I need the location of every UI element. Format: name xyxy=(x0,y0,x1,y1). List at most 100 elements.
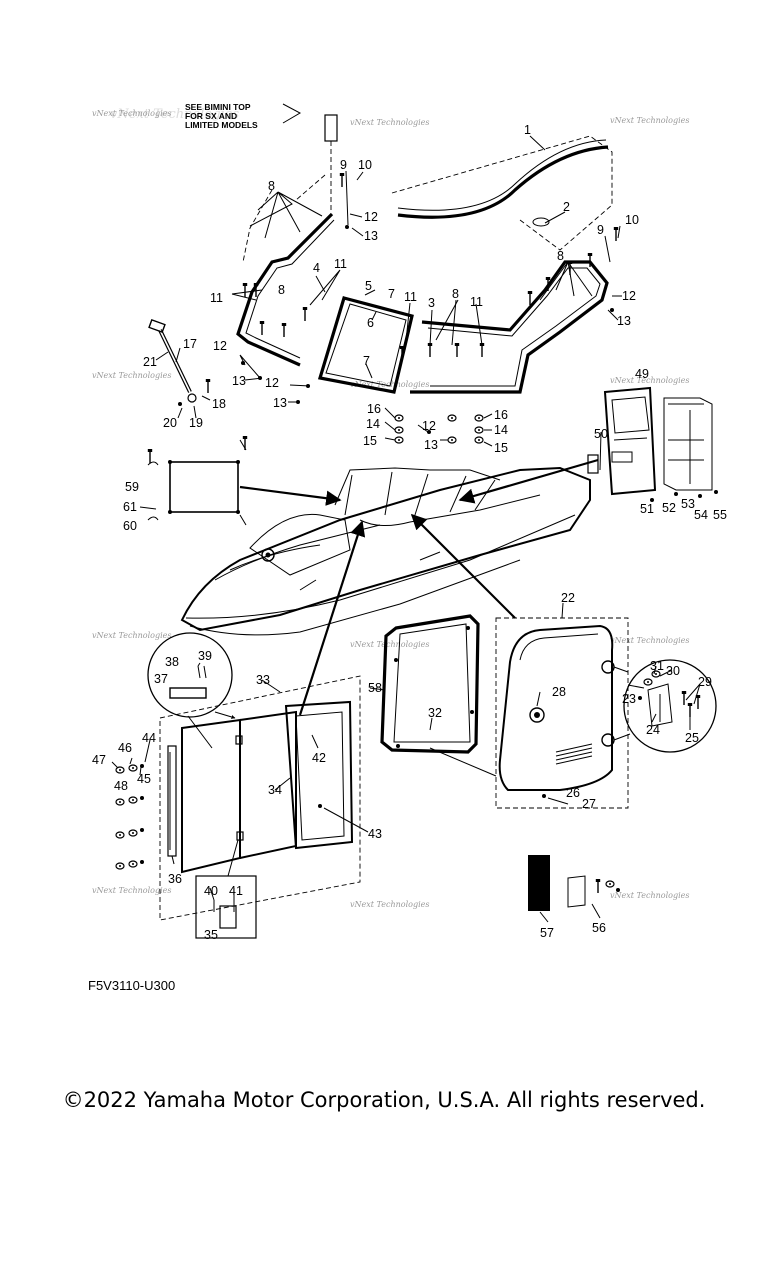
leader-line xyxy=(429,747,497,777)
callout-label: 57 xyxy=(540,926,554,940)
callout-label: 11 xyxy=(210,291,223,305)
callout-label: 33 xyxy=(256,673,270,687)
callout-label: 18 xyxy=(212,397,226,411)
callout-label: 15 xyxy=(363,434,377,448)
callout-label: 2 xyxy=(563,200,570,214)
callout-label: 8 xyxy=(268,179,275,193)
callout-label: 10 xyxy=(625,213,639,227)
callout-label: 43 xyxy=(368,827,382,841)
callout-label: 8 xyxy=(557,249,564,263)
watermark: vNext Technologies xyxy=(610,891,689,900)
callout-label: 39 xyxy=(198,649,212,663)
windshield-top-trim xyxy=(391,135,613,251)
callout-label: 52 xyxy=(662,501,676,515)
callout-label: 29 xyxy=(698,675,712,689)
watermark: vNext Technologies xyxy=(92,631,171,640)
callout-label: 17 xyxy=(183,337,197,351)
callout-label: 61 xyxy=(123,500,137,514)
callout-label: 7 xyxy=(388,287,395,301)
callout-label: 41 xyxy=(229,884,243,898)
arrow-icon xyxy=(239,485,342,506)
bimini-note-line: FOR SX AND xyxy=(185,111,237,121)
callout-label: 44 xyxy=(142,731,156,745)
watermark-group: vNext Technologies vNext Technologies vN… xyxy=(92,107,689,909)
callout-label: 4 xyxy=(313,261,320,275)
callout-label: 5 xyxy=(365,279,372,293)
callout-label: 49 xyxy=(635,367,649,381)
callout-label: 11 xyxy=(404,290,417,304)
callout-label: 56 xyxy=(592,921,606,935)
callout-label: 53 xyxy=(681,497,695,511)
callout-label: 31 xyxy=(650,659,664,673)
callout-label: 13 xyxy=(364,229,378,243)
watermark: vNext Technologies xyxy=(92,109,171,118)
callout-label: 6 xyxy=(367,316,374,330)
callout-label: 16 xyxy=(367,402,381,416)
left-windshield-frame xyxy=(236,174,335,367)
watermark: vNext Technologies xyxy=(350,900,429,909)
watermark: vNext Technologies xyxy=(610,116,689,125)
callout-label: 12 xyxy=(364,210,378,224)
callout-label: 20 xyxy=(163,416,177,430)
callout-label: 19 xyxy=(189,416,203,430)
callout-label: 3 xyxy=(428,296,435,310)
watermark: vNext Technologies xyxy=(610,636,689,645)
callout-label: 28 xyxy=(552,685,566,699)
callout-label: 42 xyxy=(312,751,326,765)
callout-label: 13 xyxy=(424,438,438,452)
callout-label: 45 xyxy=(137,772,151,786)
callout-label: 50 xyxy=(594,427,608,441)
callout-label: 13 xyxy=(273,396,287,410)
callout-label: 9 xyxy=(340,158,347,172)
callout-label: 59 xyxy=(125,480,139,494)
cover-assembly-22 xyxy=(495,617,629,809)
parts-56-57 xyxy=(528,855,620,911)
callout-label: 12 xyxy=(422,419,436,433)
door-seal-58 xyxy=(380,614,480,754)
callout-label: 38 xyxy=(165,655,179,669)
callout-label: 7 xyxy=(363,354,370,368)
callout-label: 14 xyxy=(366,417,380,431)
callout-label: 55 xyxy=(713,508,727,522)
callout-label: 14 xyxy=(494,423,508,437)
callout-label: 22 xyxy=(561,591,575,605)
glove-box-assembly xyxy=(587,386,718,502)
bimini-bracket xyxy=(282,103,302,124)
latch-detail xyxy=(147,632,233,749)
callout-label: 32 xyxy=(428,706,442,720)
bimini-note-line: SEE BIMINI TOP xyxy=(185,102,251,112)
leader-lines xyxy=(111,135,701,923)
watermark: vNext Technologies xyxy=(110,107,239,122)
bimini-note: SEE BIMINI TOP FOR SX AND LIMITED MODELS xyxy=(185,102,338,210)
callout-label: 10 xyxy=(358,158,372,172)
bimini-note-line: LIMITED MODELS xyxy=(185,120,258,130)
callout-labels: 1 2 3 4 5 6 7 7 8 8 8 8 9 9 10 10 11 11 … xyxy=(92,123,727,942)
arrow-group xyxy=(214,458,599,777)
diagram-code: F5V3110-U300 xyxy=(88,978,176,993)
callout-label: 47 xyxy=(92,753,106,767)
callout-label: 37 xyxy=(154,672,168,686)
boat-hull xyxy=(180,466,591,636)
copyright-notice: ©2022 Yamaha Motor Corporation, U.S.A. A… xyxy=(62,1088,706,1112)
strut-assembly xyxy=(148,318,211,406)
arrow-icon xyxy=(410,513,516,619)
callout-label: 8 xyxy=(452,287,459,301)
panel-59 xyxy=(139,435,248,526)
watermark: vNext Technologies xyxy=(92,371,171,380)
callout-label: 13 xyxy=(232,374,246,388)
callout-label: 12 xyxy=(213,339,227,353)
callout-label: 16 xyxy=(494,408,508,422)
callout-label: 36 xyxy=(168,872,182,886)
callout-label: 51 xyxy=(640,502,654,516)
callout-label: 24 xyxy=(646,723,660,737)
callout-label: 12 xyxy=(265,376,279,390)
watermark: vNext Technologies xyxy=(350,380,429,389)
hinge-detail xyxy=(613,659,717,753)
callout-label: 1 xyxy=(524,123,531,137)
callout-label: 54 xyxy=(694,508,708,522)
callout-label: 8 xyxy=(278,283,285,297)
callout-label: 23 xyxy=(622,692,636,706)
leader-line xyxy=(214,711,236,719)
callout-label: 25 xyxy=(685,731,699,745)
arrow-icon xyxy=(298,520,366,716)
